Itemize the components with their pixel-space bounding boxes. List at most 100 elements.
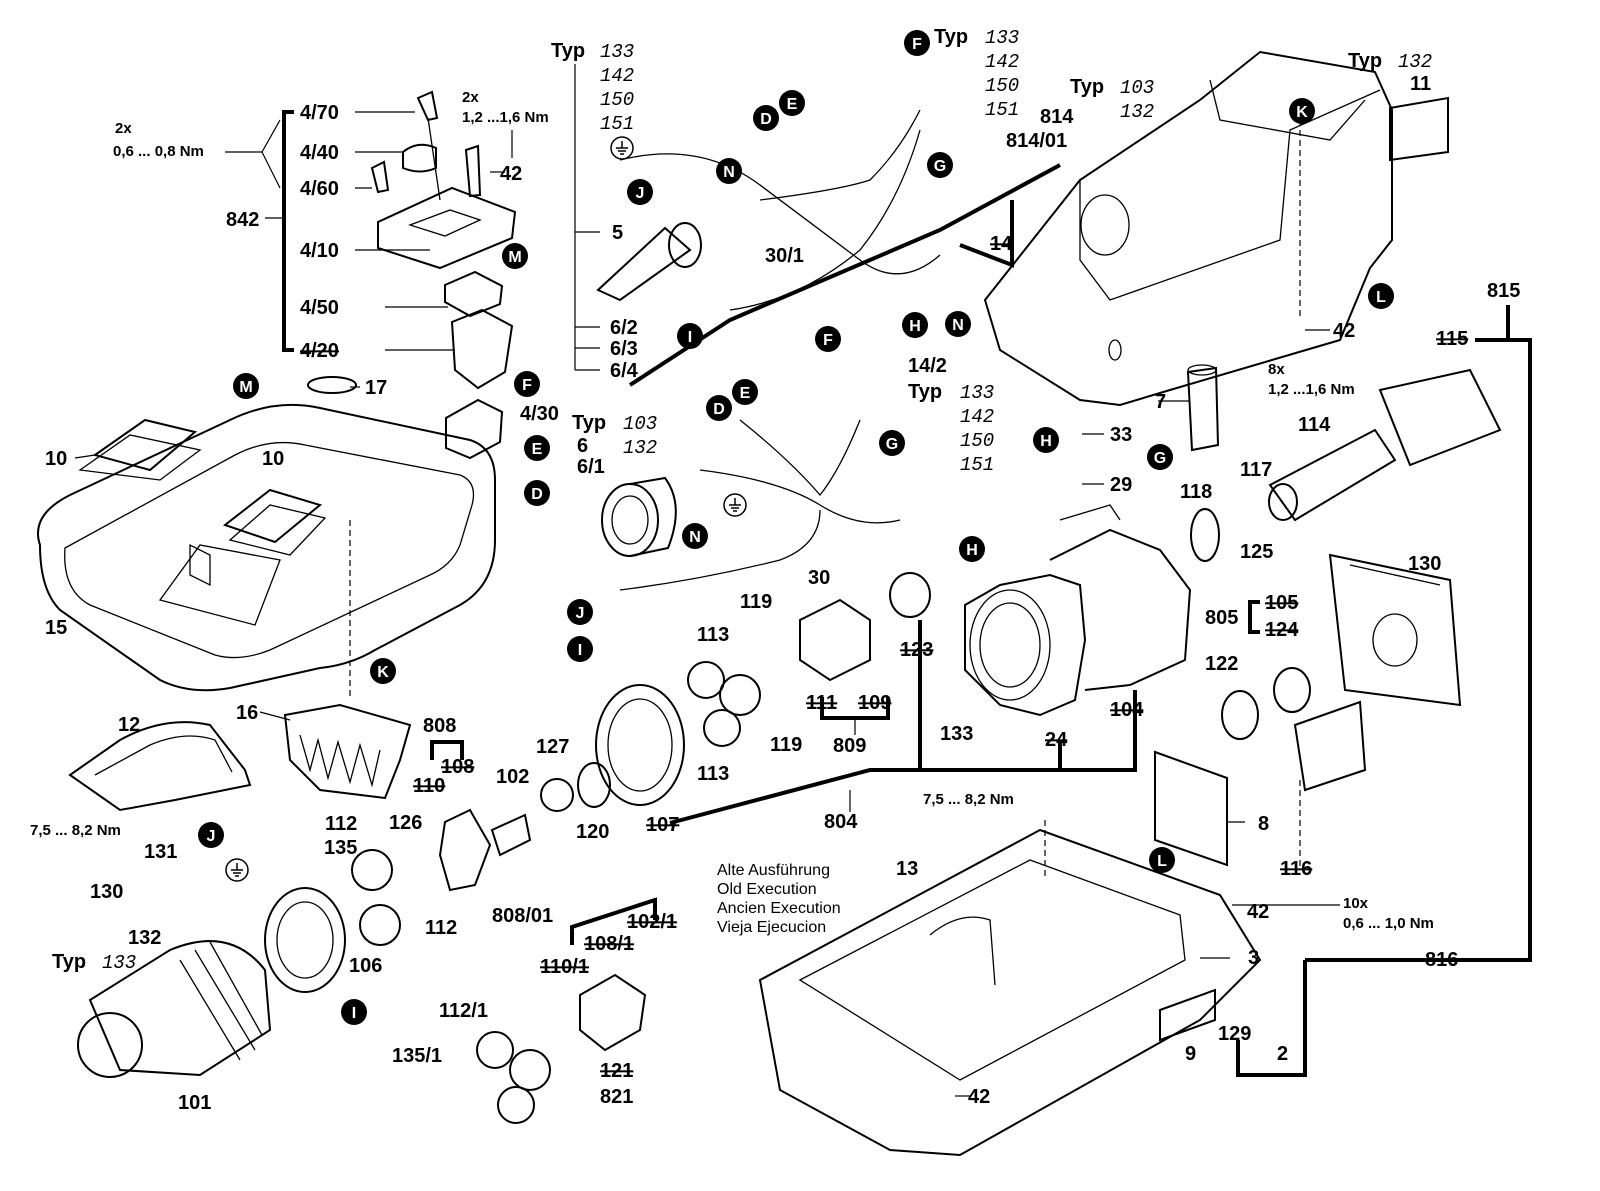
label-6-2: 6/2 — [610, 317, 638, 339]
label-14-2: 14/2 — [908, 355, 947, 377]
marker-label: L — [1376, 289, 1386, 306]
marker-label: K — [377, 664, 389, 681]
marker-label: E — [740, 385, 751, 402]
label-842: 842 — [226, 209, 259, 231]
label-105: 105 — [1265, 592, 1298, 614]
marker-label: H — [966, 542, 978, 559]
label-4-50: 4/50 — [300, 297, 339, 319]
marker-n: N — [716, 158, 742, 184]
label-135: 135 — [324, 837, 357, 859]
marker-m: M — [233, 373, 259, 399]
marker-label: I — [688, 329, 692, 346]
label-6: 6 — [577, 435, 588, 457]
marker-k: K — [370, 658, 396, 684]
ground-icon — [723, 493, 747, 517]
label-33: 33 — [1110, 424, 1132, 446]
label-torque-12-16-a: 1,2 ...1,6 Nm — [462, 109, 549, 126]
label-10-a: 10 — [45, 448, 67, 470]
label-112-a: 112 — [325, 813, 357, 835]
marker-label: E — [532, 441, 543, 458]
marker-l: L — [1368, 283, 1394, 309]
label-815: 815 — [1487, 280, 1520, 302]
typ-list-f-2: 132 — [623, 437, 657, 459]
label-133: 133 — [940, 723, 973, 745]
ground-icon — [225, 858, 249, 882]
label-808-01: 808/01 — [492, 905, 553, 927]
label-112-b: 112 — [425, 917, 457, 939]
label-102-1: 102/1 — [627, 911, 677, 933]
label-torque-75-82-a: 7,5 ... 8,2 Nm — [923, 791, 1014, 808]
label-116: 116 — [1280, 858, 1312, 880]
marker-n: N — [945, 311, 971, 337]
marker-label: E — [787, 96, 798, 113]
label-42-c: 42 — [1247, 901, 1269, 923]
typ-list-e-4: 151 — [960, 454, 994, 476]
label-13: 13 — [896, 858, 918, 880]
label-106: 106 — [349, 955, 382, 977]
label-112-1: 112/1 — [439, 1000, 488, 1022]
label-16: 16 — [236, 702, 258, 724]
label-102: 102 — [496, 766, 529, 788]
label-42-d: 42 — [968, 1086, 990, 1108]
label-4-30: 4/30 — [520, 403, 559, 425]
label-816: 816 — [1425, 949, 1458, 971]
label-typ-a: Typ — [551, 40, 585, 62]
label-4-40: 4/40 — [300, 142, 339, 164]
label-typ-e: Typ — [908, 381, 942, 403]
label-129: 129 — [1218, 1023, 1251, 1045]
label-131: 131 — [144, 841, 177, 863]
marker-label: L — [1157, 853, 1167, 870]
marker-m: M — [502, 243, 528, 269]
marker-h: H — [959, 536, 985, 562]
leader-lines — [74, 64, 1532, 1097]
marker-label: H — [909, 318, 921, 335]
marker-k: K — [1289, 98, 1315, 124]
label-821: 821 — [600, 1086, 633, 1108]
typ-list-b-4: 151 — [985, 99, 1019, 121]
marker-label: G — [934, 158, 946, 175]
marker-label: M — [239, 379, 252, 396]
marker-label: I — [578, 642, 582, 659]
label-17: 17 — [365, 377, 387, 399]
label-127: 127 — [536, 736, 569, 758]
label-2x-b: 2x — [462, 89, 479, 106]
label-typ-d: Typ — [1348, 50, 1382, 72]
marker-label: K — [1296, 104, 1308, 121]
label-110-1: 110/1 — [540, 956, 589, 978]
marker-g: G — [879, 430, 905, 456]
label-111: 111 — [806, 692, 837, 714]
label-124: 124 — [1265, 619, 1299, 641]
label-2x-a: 2x — [115, 120, 132, 137]
label-108-1: 108/1 — [584, 933, 634, 955]
marker-label: N — [689, 529, 701, 546]
typ-list-a-4: 151 — [600, 113, 634, 135]
typ-list-a-1: 133 — [600, 41, 634, 63]
legend-fr: Ancien Execution — [717, 900, 841, 917]
typ-list-b-2: 142 — [985, 51, 1019, 73]
marker-label: F — [522, 377, 532, 394]
typ-list-f-1: 103 — [623, 413, 657, 435]
label-114: 114 — [1298, 414, 1331, 436]
label-6-4: 6/4 — [610, 360, 639, 382]
label-109: 109 — [858, 692, 891, 714]
label-113-a: 113 — [697, 624, 729, 646]
label-119-a: 119 — [740, 591, 772, 613]
label-108: 108 — [441, 756, 474, 778]
legend-en: Old Execution — [717, 881, 817, 898]
label-typ-g: Typ — [52, 951, 86, 973]
marker-d: D — [524, 480, 550, 506]
label-120: 120 — [576, 821, 609, 843]
ground-icon — [610, 136, 634, 160]
typ-list-c-2: 132 — [1120, 101, 1154, 123]
marker-i: I — [677, 323, 703, 349]
marker-label: G — [1154, 450, 1166, 467]
label-113-b: 113 — [697, 763, 729, 785]
label-5: 5 — [612, 222, 623, 244]
label-29: 29 — [1110, 474, 1132, 496]
label-10x: 10x — [1343, 895, 1369, 912]
label-30: 30 — [808, 567, 830, 589]
marker-label: I — [352, 1005, 356, 1022]
marker-i: I — [341, 999, 367, 1025]
